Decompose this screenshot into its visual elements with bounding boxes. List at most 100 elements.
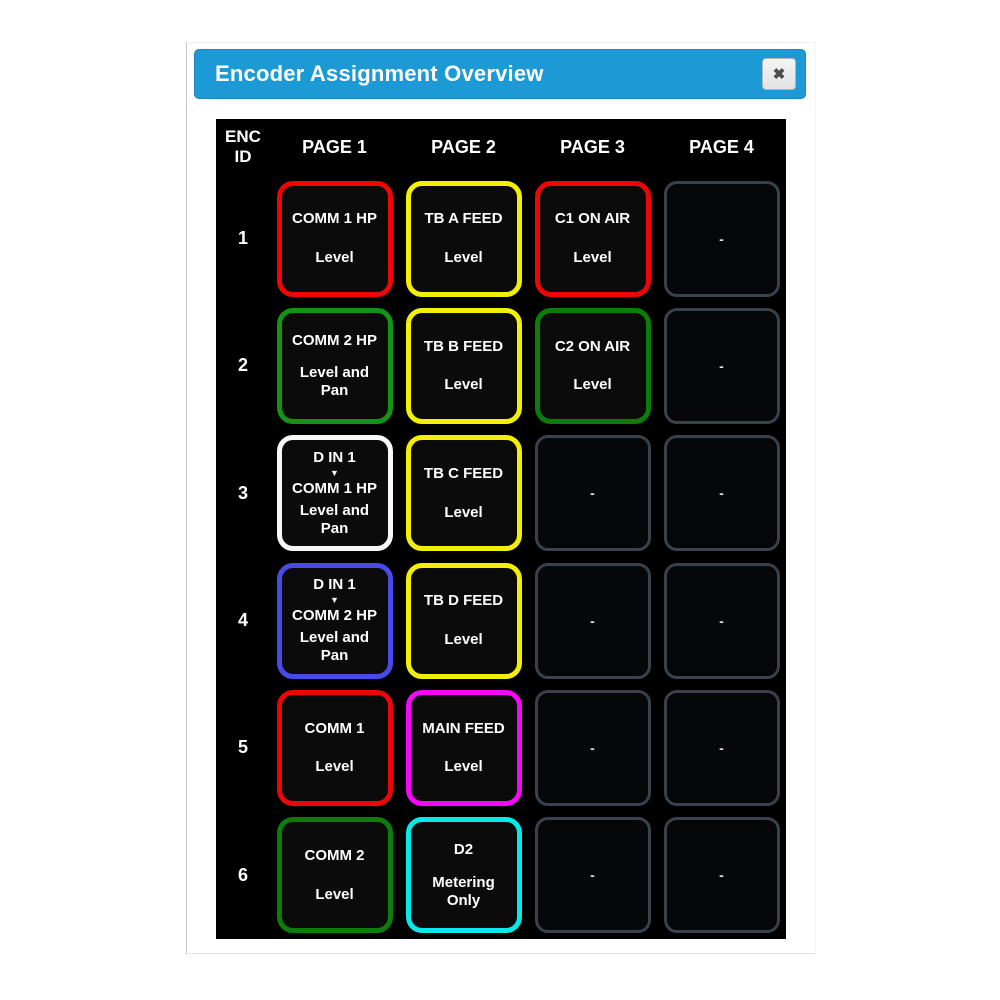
cell-title-line: D2 — [453, 841, 474, 859]
empty-dash: - — [590, 867, 595, 884]
cell-title-line: D IN 1 — [313, 576, 356, 594]
encoder-cell-slot: - — [528, 684, 657, 811]
encoder-cell: C2 ON AIR Level — [534, 307, 651, 424]
cell-mode-label: Level and Pan — [299, 629, 370, 665]
encoder-cell: TB B FEED Level — [405, 307, 522, 424]
cell-title-block: COMM 2 HP — [292, 332, 377, 351]
cell-title-line: TB D FEED — [423, 592, 504, 610]
empty-dash: - — [719, 357, 724, 374]
encoder-cell: COMM 1 Level — [276, 689, 393, 806]
cell-mode-label: Level — [315, 248, 354, 266]
cell-title-block: C2 ON AIR — [555, 338, 630, 357]
page-column-header-2: PAGE 2 — [431, 136, 496, 157]
dialog-titlebar: Encoder Assignment Overview ✖ — [194, 49, 806, 99]
cell-title-line: COMM 1 — [304, 719, 365, 737]
encoder-cell-slot: - — [657, 684, 786, 811]
dialog-title: Encoder Assignment Overview — [215, 61, 544, 86]
enc-id-label: 5 — [237, 737, 248, 758]
encoder-cell: TB C FEED Level — [405, 435, 522, 552]
empty-dash: - — [590, 739, 595, 756]
encoder-cell-slot: TB C FEED Level — [399, 430, 528, 557]
cell-mode-label: Level — [315, 758, 354, 776]
encoder-cell-slot: COMM 1 Level — [270, 684, 399, 811]
encoder-cell-slot: MAIN FEED Level — [399, 684, 528, 811]
cell-mode-label: Level — [444, 248, 483, 266]
cell-mode-label: Level — [444, 758, 483, 776]
cell-title-block: D IN 1▼COMM 2 HP — [292, 576, 377, 625]
cell-title-block: COMM 2 — [305, 847, 365, 866]
encoder-cell-slot: C2 ON AIR Level — [528, 302, 657, 429]
encoder-cell-slot: COMM 1 HP Level — [270, 175, 399, 302]
encoder-cell-slot: - — [528, 557, 657, 684]
empty-dash: - — [719, 485, 724, 502]
encoder-cell-slot: - — [657, 557, 786, 684]
encoder-cell-slot: - — [528, 812, 657, 939]
empty-dash: - — [719, 739, 724, 756]
cell-title-line: TB B FEED — [423, 337, 504, 355]
cell-title-line: COMM 2 HP — [291, 606, 377, 624]
encoder-cell-slot: TB B FEED Level — [399, 302, 528, 429]
encoder-cell-slot: - — [657, 812, 786, 939]
cell-mode-label: Level — [573, 376, 612, 394]
page-column-header-1: PAGE 1 — [302, 136, 367, 157]
encoder-cell-slot: D IN 1▼COMM 2 HP Level and Pan — [270, 557, 399, 684]
cell-title-block: COMM 1 — [305, 720, 365, 739]
empty-dash: - — [719, 867, 724, 884]
cell-title-line: COMM 1 HP — [291, 479, 377, 497]
encoder-cell-empty: - — [663, 817, 780, 934]
page-column-header-4: PAGE 4 — [689, 136, 754, 157]
encoder-cell-empty: - — [534, 689, 651, 806]
enc-id-label: 1 — [237, 228, 248, 249]
cell-title-block: TB D FEED — [424, 592, 503, 611]
cell-title-block: D IN 1▼COMM 1 HP — [292, 449, 377, 498]
cell-title-block: MAIN FEED — [422, 720, 505, 739]
encoder-cell: COMM 2 HP Level and Pan — [276, 307, 393, 424]
enc-id-label: 4 — [237, 610, 248, 631]
encoder-cell-slot: - — [657, 302, 786, 429]
cell-title-block: C1 ON AIR — [555, 210, 630, 229]
close-button[interactable]: ✖ — [762, 58, 796, 90]
encoder-cell: COMM 1 HP Level — [276, 180, 393, 297]
encoder-cell-slot: C1 ON AIR Level — [528, 175, 657, 302]
cell-title-line: D IN 1 — [313, 448, 356, 466]
cell-title-line: TB C FEED — [423, 465, 504, 483]
encoder-cell: D IN 1▼COMM 2 HP Level and Pan — [276, 562, 393, 679]
cell-title-line: COMM 1 HP — [291, 210, 377, 228]
encoder-cell-empty: - — [663, 307, 780, 424]
encoder-cell-empty: - — [663, 435, 780, 552]
empty-dash: - — [590, 485, 595, 502]
cell-title-line: MAIN FEED — [422, 719, 505, 737]
page-column-header-3: PAGE 3 — [560, 136, 625, 157]
encoder-cell-slot: - — [657, 430, 786, 557]
empty-dash: - — [719, 230, 724, 247]
cell-title-block: D2 — [454, 841, 473, 860]
cell-mode-label: Level — [444, 376, 483, 394]
cell-mode-label: Metering Only — [432, 873, 495, 909]
cell-mode-label: Level — [573, 248, 612, 266]
encoder-cell-empty: - — [663, 180, 780, 297]
cell-mode-label: Level and Pan — [299, 364, 370, 400]
cell-title-line: C2 ON AIR — [554, 337, 631, 355]
cell-title-block: TB C FEED — [424, 465, 503, 484]
encoder-cell-empty: - — [534, 817, 651, 934]
encoder-cell-empty: - — [663, 689, 780, 806]
cell-title-line: COMM 2 HP — [291, 331, 377, 349]
empty-dash: - — [590, 612, 595, 629]
encoder-cell: MAIN FEED Level — [405, 689, 522, 806]
arrow-down-icon: ▼ — [330, 594, 339, 605]
cell-mode-label: Level and Pan — [299, 501, 370, 537]
cell-title-line: C1 ON AIR — [554, 210, 631, 228]
close-icon: ✖ — [772, 65, 786, 83]
encoder-cell-slot: COMM 2 HP Level and Pan — [270, 302, 399, 429]
cell-mode-label: Level — [444, 503, 483, 521]
